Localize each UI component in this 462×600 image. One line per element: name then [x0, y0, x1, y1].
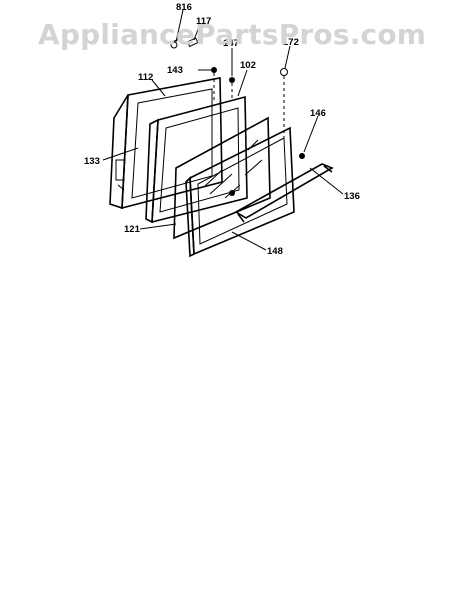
label-816: 816	[176, 2, 192, 13]
label-136: 136	[344, 191, 360, 202]
label-146: 146	[310, 108, 326, 119]
label-148: 148	[267, 246, 283, 257]
hardware-parts	[169, 36, 305, 159]
label-102: 102	[240, 60, 256, 71]
leader-lines	[102, 9, 344, 251]
screw-marker	[229, 190, 235, 196]
label-143: 143	[167, 65, 183, 76]
part-117-clip	[186, 37, 199, 48]
part-816-screw	[170, 41, 178, 49]
part-136-door-handle	[234, 163, 334, 223]
label-133: 133	[84, 156, 100, 167]
watermark-logo: AppliancePartsPros.com	[38, 18, 427, 51]
label-117: 117	[196, 16, 211, 27]
part-102-glass-pack	[145, 95, 248, 224]
part-172-screw	[280, 68, 288, 76]
part-147-screw	[229, 77, 235, 83]
part-146-screw	[299, 153, 305, 159]
label-121: 121	[124, 224, 141, 235]
label-112: 112	[138, 72, 153, 83]
part-112-inner-liner	[109, 77, 223, 210]
label-172: 172	[283, 37, 299, 48]
part-148-outer-door	[185, 126, 295, 258]
label-147: 147	[223, 38, 239, 49]
part-143-screw	[211, 67, 217, 73]
